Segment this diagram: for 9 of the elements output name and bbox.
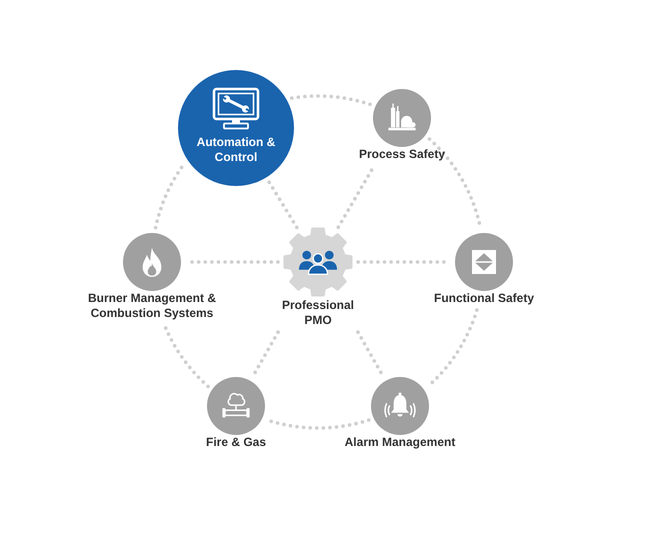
dotted-connector: [267, 180, 299, 230]
dotted-connector: [290, 94, 372, 106]
node-label: Burner Management & Combustion Systems: [87, 291, 217, 321]
node-label: Professional PMO: [281, 298, 355, 328]
node-label: Fire & Gas: [205, 435, 267, 450]
node-label: Automation & Control: [196, 135, 276, 165]
node-label: Alarm Management: [344, 435, 456, 450]
node-label: Process Safety: [358, 147, 446, 162]
node-label: Functional Safety: [433, 291, 535, 306]
